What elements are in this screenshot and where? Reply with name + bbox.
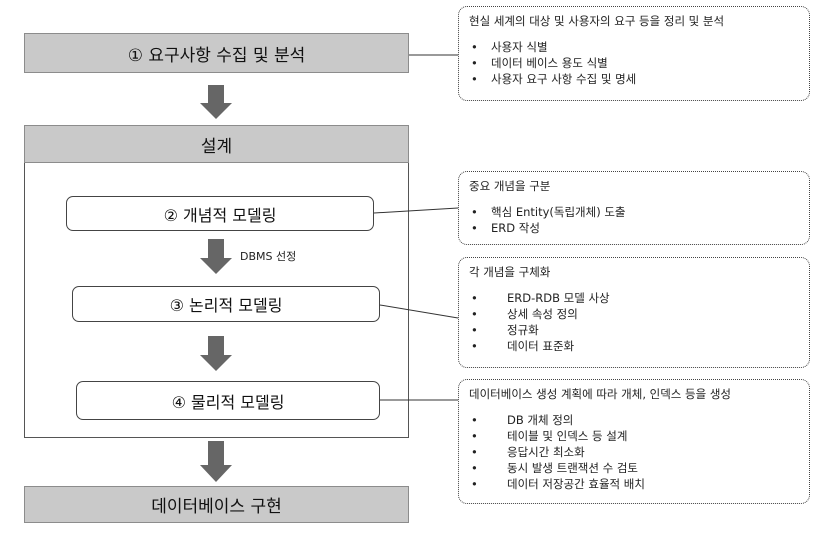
arrow-down-icon (200, 441, 232, 482)
step-implementation-box: 데이터베이스 구현 (24, 486, 409, 523)
list-item: 응답시간 최소화 (469, 444, 799, 460)
design-header: 설계 (24, 125, 409, 163)
arrow-down-icon (200, 336, 232, 371)
list-item: 사용자 요구 사항 수집 및 명세 (469, 71, 799, 87)
step-requirements-label: ① 요구사항 수집 및 분석 (127, 45, 306, 66)
list-item: DB 개체 정의 (469, 412, 799, 428)
arrow-down-icon (200, 239, 232, 274)
step-conceptual-label: ② 개념적 모델링 (163, 205, 277, 225)
dbms-selection-label: DBMS 선정 (240, 250, 297, 263)
list-item: 사용자 식별 (469, 39, 799, 55)
list-item: 테이블 및 인덱스 등 설계 (469, 428, 799, 444)
list-item: ERD-RDB 모델 사상 (469, 290, 799, 306)
list-item: 동시 발생 트랜잭션 수 검토 (469, 460, 799, 476)
step-conceptual-box: ② 개념적 모델링 (66, 196, 374, 231)
list-item: 정규화 (469, 322, 799, 338)
step-logical-label: ③ 논리적 모델링 (169, 296, 283, 315)
note-conceptual: 중요 개념을 구분 핵심 Entity(독립개체) 도출 ERD 작성 (458, 171, 810, 245)
note-conceptual-title: 중요 개념을 구분 (469, 179, 551, 193)
step-requirements-box: ① 요구사항 수집 및 분석 (24, 33, 409, 73)
step-physical-box: ④ 물리적 모델링 (76, 381, 380, 420)
note-logical-title: 각 개념을 구체화 (469, 265, 551, 279)
arrow-down-icon (200, 85, 232, 119)
note-physical: 데이터베이스 생성 계획에 따라 개체, 인덱스 등을 생성 DB 개체 정의 … (458, 379, 810, 504)
connector-line (373, 207, 459, 214)
step-logical-box: ③ 논리적 모델링 (72, 286, 380, 322)
list-item: 데이터 저장공간 효율적 배치 (469, 476, 799, 492)
list-item: 데이터 표준화 (469, 338, 799, 354)
design-header-label: 설계 (200, 136, 233, 157)
list-item: 상세 속성 정의 (469, 306, 799, 322)
note-requirements: 현실 세계의 대상 및 사용자의 요구 등을 정리 및 분석 사용자 식별 데이… (458, 6, 810, 101)
connector-line (379, 304, 459, 319)
list-item: ERD 작성 (469, 220, 799, 236)
note-physical-title: 데이터베이스 생성 계획에 따라 개체, 인덱스 등을 생성 (469, 387, 732, 401)
list-item: 데이터 베이스 용도 식별 (469, 55, 799, 71)
step-physical-label: ④ 물리적 모델링 (171, 392, 285, 412)
list-item: 핵심 Entity(독립개체) 도출 (469, 204, 799, 220)
note-logical: 각 개념을 구체화 ERD-RDB 모델 사상 상세 속성 정의 정규화 데이터… (458, 257, 810, 368)
note-requirements-title: 현실 세계의 대상 및 사용자의 요구 등을 정리 및 분석 (469, 14, 725, 28)
step-implementation-label: 데이터베이스 구현 (151, 497, 282, 517)
